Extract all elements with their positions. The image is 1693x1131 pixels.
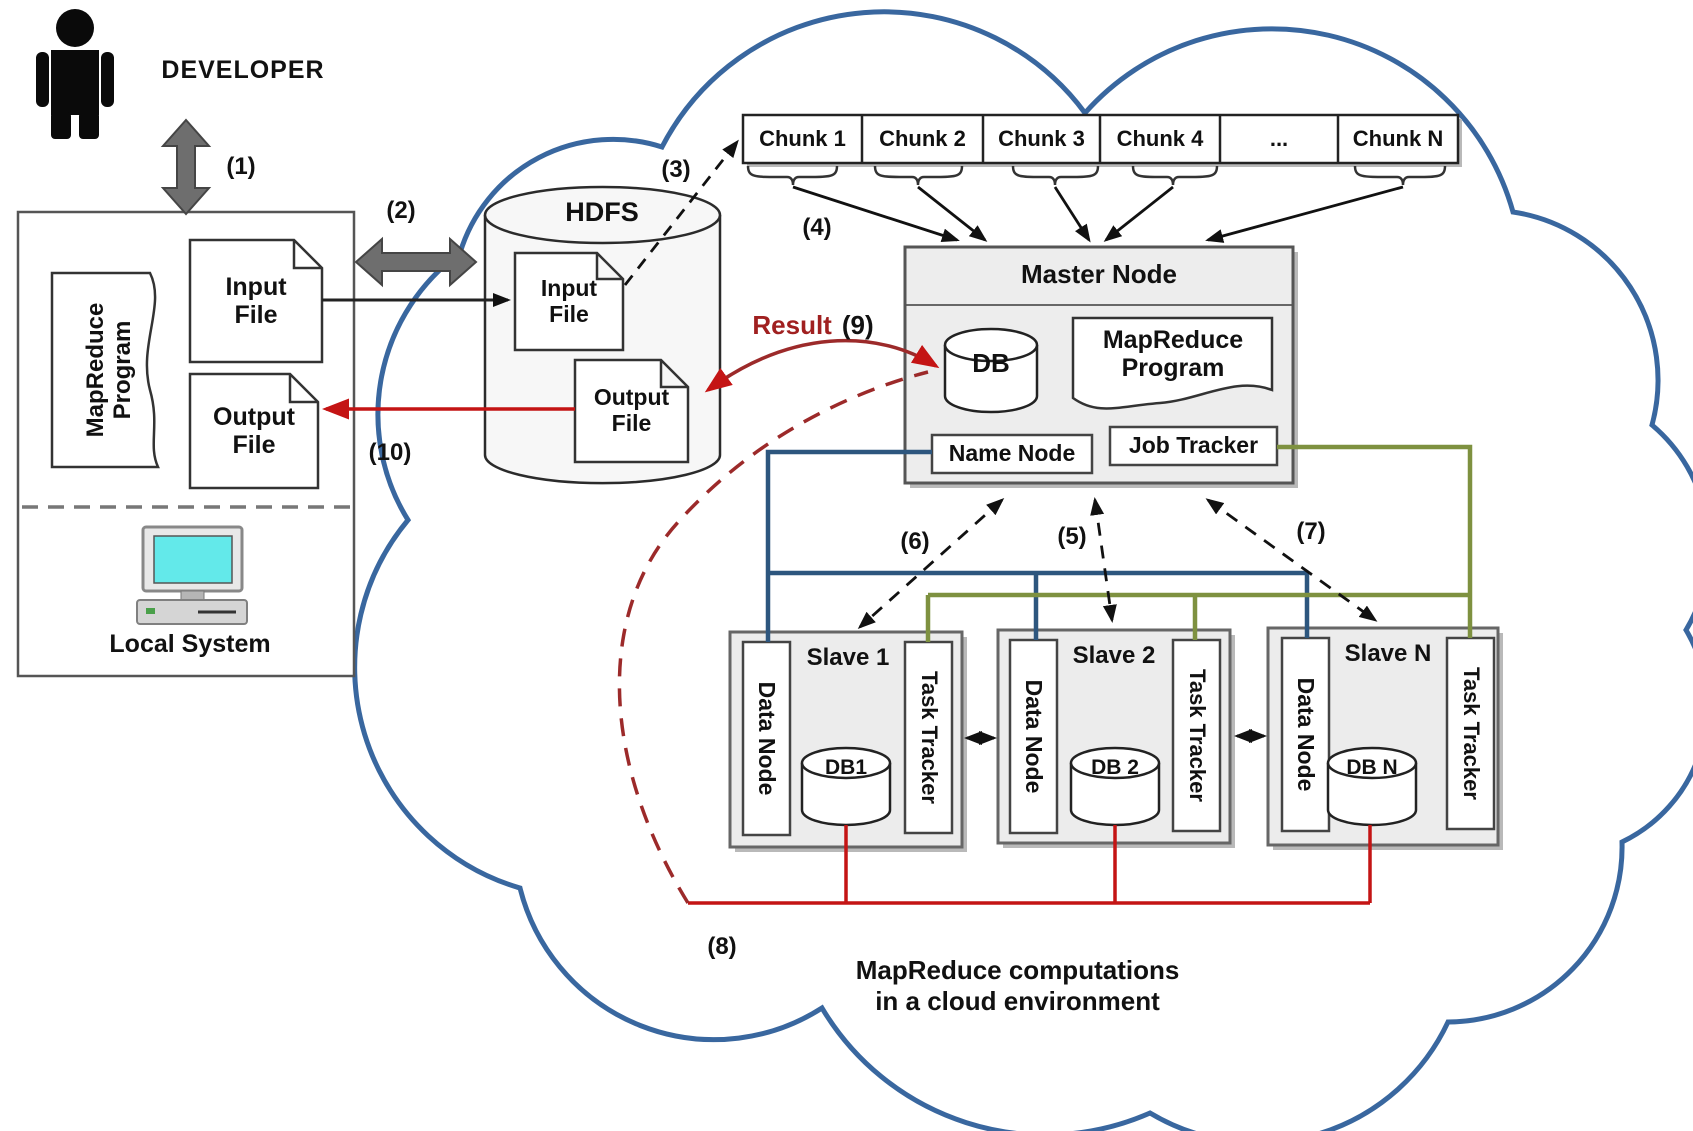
step-2-label: (2) [386, 196, 416, 224]
chunk-braces [746, 165, 1447, 186]
slaveN-data-node-label: Data Node [1293, 677, 1320, 792]
step-8-label: (8) [707, 932, 737, 960]
step-7-label: (7) [1296, 517, 1326, 545]
developer-icon [36, 9, 114, 139]
job-tracker-box [1108, 425, 1279, 467]
hdfs-input-file-label: Input File [540, 275, 598, 327]
local-output-file-doc [188, 372, 320, 490]
hdfs-output-file-doc [573, 358, 690, 464]
slave2-task-tracker-label: Task Tracker [1184, 669, 1210, 802]
local-input-file-doc [188, 238, 324, 364]
hdfs-title: HDFS [565, 196, 639, 227]
master-db-cylinder [943, 327, 1039, 414]
name-node-label: Name Node [948, 440, 1076, 467]
slave2-data-node-label: Data Node [1021, 679, 1048, 794]
slaveN-title: Slave N [1344, 639, 1432, 667]
developer-local-arrow [160, 118, 212, 216]
chunk-distribution-arrows [792, 185, 1404, 243]
result-label: Result (9) [728, 310, 898, 342]
local-program-doc [50, 271, 160, 469]
step-10-label: (10) [368, 438, 412, 466]
heartbeat-arrows [857, 497, 1378, 629]
master-node-title: Master Node [1020, 259, 1178, 290]
local-program-label: MapReduce Program [82, 302, 136, 438]
slave1-db-label: DB1 [824, 756, 867, 780]
name-node-box [930, 433, 1094, 475]
step-9-label: (9) [841, 310, 874, 341]
computer-icon [136, 525, 248, 625]
slave1-data-node-label: Data Node [754, 681, 781, 796]
local-output-file-label: Output File [213, 403, 295, 459]
result-text: Result [752, 310, 832, 341]
slave2-box [996, 628, 1235, 848]
slave1-title: Slave 1 [806, 643, 890, 671]
local-system-title: Local System [109, 630, 271, 658]
master-program-doc [1071, 316, 1274, 410]
master-program-label: MapReduce Program [1102, 326, 1244, 382]
chunk-2-label: Chunk 2 [879, 125, 966, 151]
result-curve [704, 338, 940, 393]
step-6-label: (6) [900, 527, 930, 555]
step-5-label: (5) [1057, 522, 1087, 550]
chunk-ellipsis-label: ... [1269, 125, 1289, 151]
split-arrow [623, 139, 739, 286]
chunk-n-label: Chunk N [1352, 125, 1444, 151]
slave1-task-tracker-label: Task Tracker [916, 671, 942, 804]
hdfs-output-file-label: Output File [593, 384, 670, 436]
hdfs-input-file-doc [513, 251, 625, 352]
db-replication-network [688, 825, 1372, 905]
chunk-row [741, 113, 1462, 167]
local-cloud-arrow [354, 236, 478, 288]
slaveN-task-tracker-label: Task Tracker [1458, 667, 1484, 800]
db-aggregation-dashed-curve [617, 370, 929, 904]
slaveN-db-label: DB N [1346, 756, 1398, 780]
diagram-caption: MapReduce computations in a cloud enviro… [855, 954, 1180, 1016]
chunk-1-label: Chunk 1 [759, 125, 846, 151]
slave-link-arrows [964, 729, 1267, 745]
slave2-title: Slave 2 [1072, 641, 1156, 669]
chunk-3-label: Chunk 3 [998, 125, 1085, 151]
slave2-db-label: DB 2 [1091, 756, 1139, 780]
step-3-label: (3) [661, 155, 691, 183]
chunk-4-label: Chunk 4 [1116, 125, 1204, 151]
developer-label: DEVELOPER [161, 56, 325, 84]
master-db-label: DB [972, 348, 1010, 379]
step-4-label: (4) [802, 213, 832, 241]
step-1-label: (1) [226, 152, 256, 180]
slave-db-cylinders [800, 746, 1418, 827]
local-input-file-label: Input File [225, 273, 287, 329]
job-tracker-label: Job Tracker [1128, 432, 1259, 459]
